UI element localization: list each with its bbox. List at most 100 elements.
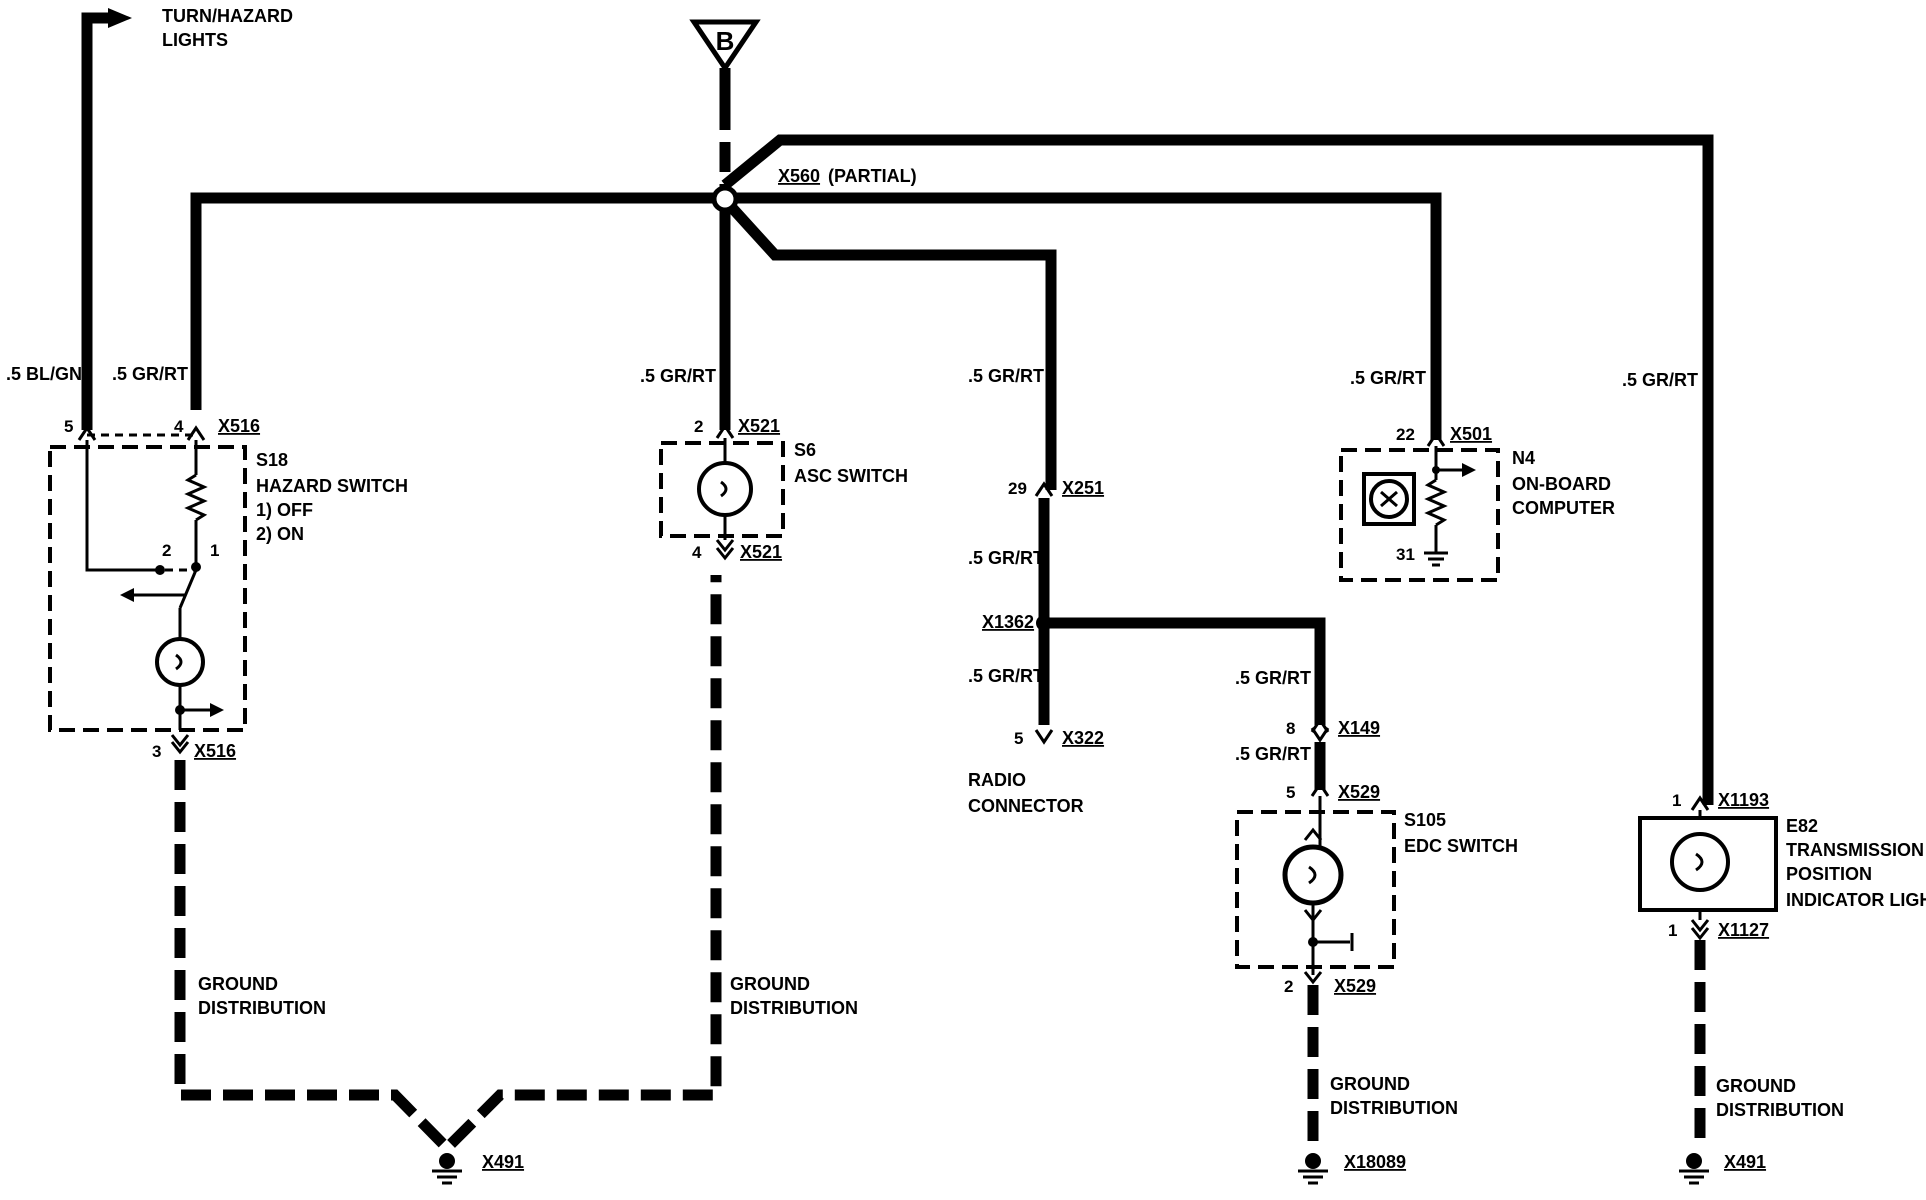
ground-hazard-label-2: DISTRIBUTION [198, 998, 326, 1018]
edc-switch [1235, 717, 1396, 985]
on-board-computer [1339, 431, 1500, 582]
radio-connector-x322: X322 [1062, 728, 1104, 748]
splice-x1362-label: X1362 [982, 612, 1034, 632]
ground-asc-label-1: GROUND [730, 974, 810, 994]
wire-label-edc-1: .5 GR/RT [1235, 668, 1311, 688]
transmission-lamp-icon [1670, 832, 1730, 892]
asc-switch-name: ASC SWITCH [794, 466, 908, 486]
source-b: B [689, 19, 761, 73]
ground-edc-label-1: GROUND [1330, 1074, 1410, 1094]
radio-pin-29: 29 [1008, 479, 1027, 498]
transmission-connector-top: X1193 [1718, 790, 1769, 810]
radio-connector [1034, 481, 1326, 745]
asc-connector-top: X521 [738, 416, 780, 436]
ground-x18089 [1298, 1153, 1328, 1185]
hazard-switch-id: S18 [256, 450, 288, 470]
turn-hazard-label-1: TURN/HAZARD [162, 6, 293, 26]
obc-connector: X501 [1450, 424, 1492, 444]
asc-switch-box [659, 441, 785, 538]
edc-switch-id: S105 [1404, 810, 1446, 830]
transmission-label-3: INDICATOR LIGHT [1786, 890, 1926, 910]
hazard-pin-4: 4 [174, 417, 184, 436]
wire-to-edc [1044, 617, 1326, 725]
hazard-contact-1: 1 [210, 541, 219, 560]
wire-bl-gn [81, 12, 108, 430]
ground-transmission-label-1: GROUND [1716, 1076, 1796, 1096]
obc-pin-31: 31 [1396, 545, 1415, 564]
asc-switch-id: S6 [794, 440, 816, 460]
wire-label-radio-3: .5 GR/RT [968, 666, 1044, 686]
wire-label-radio-2: .5 GR/RT [968, 548, 1044, 568]
radio-pin-5: 5 [1014, 729, 1023, 748]
wire-to-transmission-light [721, 134, 1714, 805]
ground-asc-label-2: DISTRIBUTION [730, 998, 858, 1018]
wire-label-bl-gn: .5 BL/GN [6, 364, 82, 384]
turn-hazard-arrow-icon [108, 8, 132, 28]
transmission-light-box [1638, 816, 1778, 912]
asc-connector-bottom: X521 [740, 542, 782, 562]
turn-hazard-label-2: LIGHTS [162, 30, 228, 50]
wire-label-obc: .5 GR/RT [1350, 368, 1426, 388]
transmission-light [1638, 795, 1778, 941]
ground-hazard-label-1: GROUND [198, 974, 278, 994]
edc-pin-8: 8 [1286, 719, 1295, 738]
ground-x18089-label: X18089 [1344, 1152, 1406, 1172]
hazard-connector-top: X516 [218, 416, 260, 436]
splice-x560 [190, 134, 1714, 805]
radio-connector-x251: X251 [1062, 478, 1104, 498]
source-b-label: B [716, 26, 735, 56]
ground-x491-b [1679, 1153, 1709, 1185]
edc-pin-5: 5 [1286, 783, 1295, 802]
asc-pin-bottom: 4 [692, 543, 702, 562]
asc-pin-top: 2 [694, 417, 703, 436]
transmission-pin-bottom: 1 [1668, 921, 1677, 940]
hazard-switch-box [48, 445, 247, 732]
wire-label-asc: .5 GR/RT [640, 366, 716, 386]
switch-blade-icon [178, 569, 198, 609]
obc-label-1: ON-BOARD [1512, 474, 1611, 494]
edc-switch-name: EDC SWITCH [1404, 836, 1518, 856]
hazard-connector-bottom: X516 [194, 741, 236, 761]
resistor-icon [184, 473, 208, 522]
transmission-connector-bottom: X1127 [1718, 920, 1769, 940]
ground-x491-a [432, 1153, 462, 1185]
radio-label-2: CONNECTOR [968, 796, 1084, 816]
edc-connector-top: X529 [1338, 782, 1380, 802]
ground-transmission-label-2: DISTRIBUTION [1716, 1100, 1844, 1120]
transmission-label-2: POSITION [1786, 864, 1872, 884]
edc-connector-bottom: X529 [1334, 976, 1376, 996]
ground-x491-a-label: X491 [482, 1152, 524, 1172]
ground-x491-b-label: X491 [1724, 1152, 1766, 1172]
ground-edc-label-2: DISTRIBUTION [1330, 1098, 1458, 1118]
obc-pin-22: 22 [1396, 425, 1415, 444]
edc-pin-2: 2 [1284, 977, 1293, 996]
obc-label-2: COMPUTER [1512, 498, 1615, 518]
radio-label-1: RADIO [968, 770, 1026, 790]
transmission-label-1: TRANSMISSION [1786, 840, 1924, 860]
obc-id: N4 [1512, 448, 1535, 468]
edc-switch-box [1235, 810, 1396, 969]
hazard-actuator-arrow-icon [120, 588, 134, 602]
hazard-contact-2: 2 [162, 541, 171, 560]
hazard-switch-name: HAZARD SWITCH [256, 476, 408, 496]
obc-display-icon [1369, 479, 1409, 519]
edc-lamp-icon [1282, 844, 1344, 906]
transmission-id: E82 [1786, 816, 1818, 836]
asc-switch [659, 423, 785, 561]
wire-label-hazard: .5 GR/RT [112, 364, 188, 384]
edc-connector-x149: X149 [1338, 718, 1380, 738]
ground-wire-hazard-asc [174, 575, 722, 1156]
wire-label-transmission: .5 GR/RT [1622, 370, 1698, 390]
hazard-pin-3: 3 [152, 742, 161, 761]
obc-box [1339, 448, 1500, 582]
wire-label-radio-1: .5 GR/RT [968, 366, 1044, 386]
splice-x560-note: (PARTIAL) [828, 166, 917, 186]
obc-resistor-icon [1424, 478, 1448, 527]
hazard-switch [48, 425, 247, 755]
splice-x1362-node [1036, 615, 1052, 631]
hazard-pin-5: 5 [64, 417, 73, 436]
wire-to-radio [720, 196, 1057, 490]
transmission-pin-top: 1 [1672, 791, 1681, 810]
wire-hazard-to-obc [190, 192, 1442, 440]
